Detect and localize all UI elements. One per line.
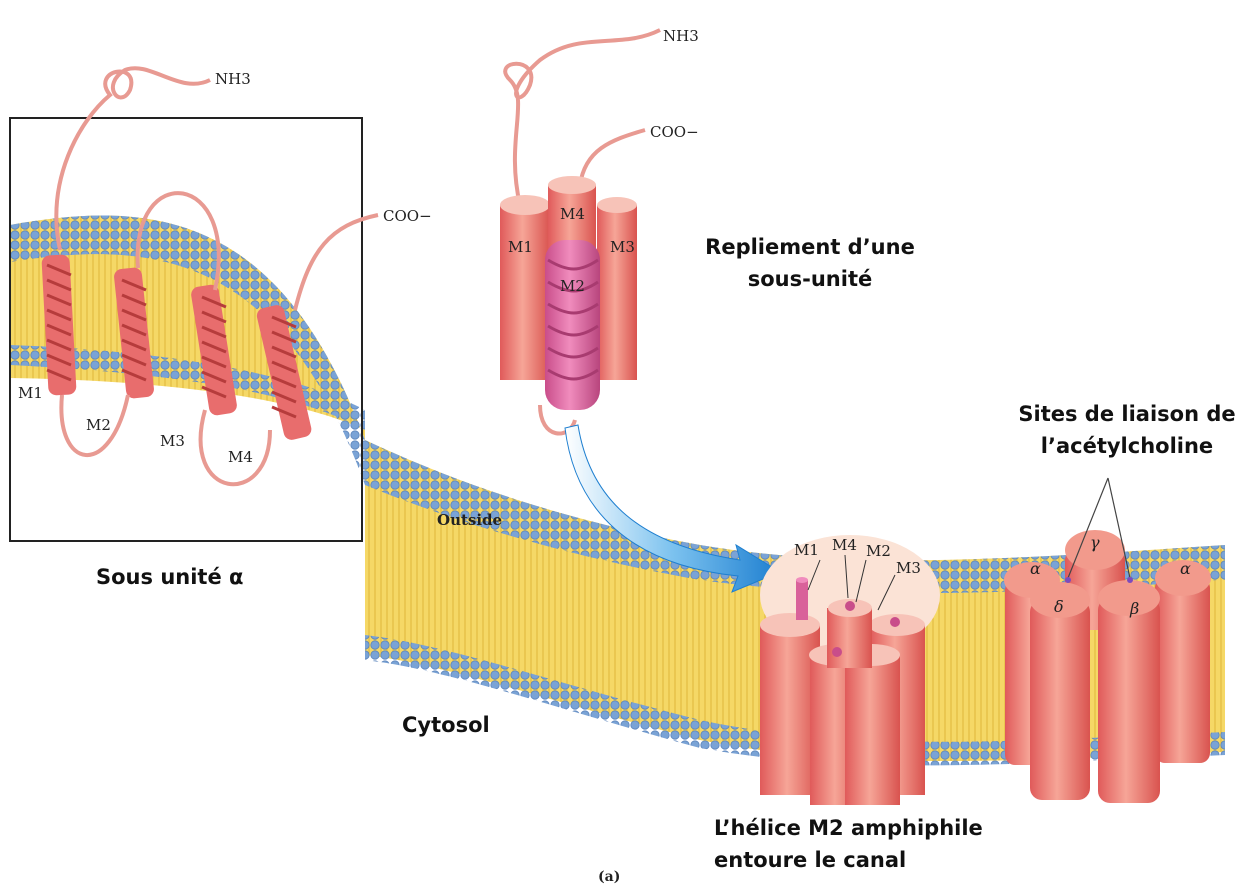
folded-m4-label: M4	[560, 205, 585, 223]
folded-m1-label: M1	[508, 238, 533, 256]
folding-caption-line2: sous-unité	[700, 264, 920, 296]
folded-subunit: M1 M4 M3 M2 NH3 COO−	[500, 27, 699, 434]
greek-alpha-right: α	[1180, 559, 1191, 578]
figure-label: (a)	[598, 869, 620, 885]
alpha-m3-label: M3	[160, 432, 185, 450]
folded-nh3-label: NH3	[663, 27, 699, 45]
channel-m2-label: M2	[866, 542, 891, 560]
alpha-coo-label: COO−	[383, 207, 432, 225]
binding-sites-line1: Sites de liaison de	[1012, 399, 1242, 431]
folding-caption: Repliement d’une sous-unité	[700, 232, 920, 295]
alpha-m4-label: M4	[228, 448, 253, 466]
cytosol-caption: Cytosol	[402, 710, 490, 742]
channel-m3-label: M3	[896, 559, 921, 577]
alpha-nh3-label: NH3	[215, 70, 251, 88]
receptor-complex: α α γ δ β	[1004, 478, 1211, 803]
channel-pentamer: M1 M4 M2 M3	[760, 535, 940, 805]
greek-gamma: γ	[1090, 533, 1100, 552]
folded-m3-label: M3	[610, 238, 635, 256]
alpha-m2-label: M2	[86, 416, 111, 434]
subunit-alpha-caption: Sous unité α	[96, 562, 243, 594]
binding-sites-line2: l’acétylcholine	[1012, 431, 1242, 463]
binding-sites-caption: Sites de liaison de l’acétylcholine	[1012, 399, 1242, 462]
folding-caption-line1: Repliement d’une	[700, 232, 920, 264]
folded-m2-label: M2	[560, 277, 585, 295]
greek-alpha-left: α	[1030, 559, 1041, 578]
helix-caption: L’hélice M2 amphiphile entoure le canal	[714, 813, 983, 876]
greek-delta: δ	[1054, 597, 1064, 616]
helix-caption-line2: entoure le canal	[714, 845, 983, 877]
channel-m4-label: M4	[832, 536, 857, 554]
channel-m1-label: M1	[794, 541, 819, 559]
greek-beta: β	[1129, 599, 1139, 618]
outside-label: Outside	[437, 511, 502, 529]
alpha-m1-label: M1	[18, 384, 43, 402]
folded-coo-label: COO−	[650, 123, 699, 141]
helix-caption-line1: L’hélice M2 amphiphile	[714, 813, 983, 845]
